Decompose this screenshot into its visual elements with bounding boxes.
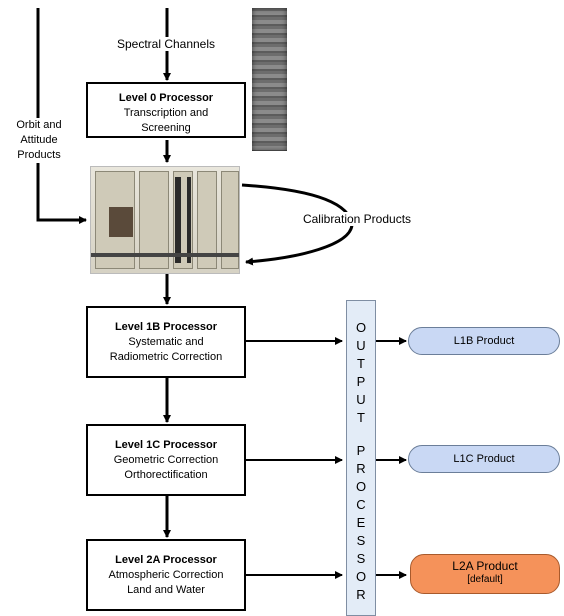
level0-processor-box: Level 0 Processor Transcription and Scre… — [86, 82, 246, 138]
level2a-title: Level 2A Processor — [115, 554, 217, 566]
level1c-processor-box: Level 1C Processor Geometric Correction … — [86, 424, 246, 496]
satellite-image-strip — [252, 8, 287, 151]
calibration-products-label: Calibration Products — [292, 212, 422, 226]
spectral-channels-label: Spectral Channels — [104, 37, 228, 51]
l2a-product-pill: L2A Product [default] — [410, 554, 560, 594]
level1b-line2: Radiometric Correction — [109, 351, 223, 363]
output-processor-letter: P — [356, 374, 366, 389]
level1b-title: Level 1B Processor — [114, 321, 218, 333]
processing-hardware-photo — [90, 166, 240, 274]
output-processor-letter: O — [355, 320, 367, 335]
output-processor-letter: T — [357, 410, 365, 425]
level2a-line1: Atmospheric Correction — [108, 569, 224, 581]
l1c-product-label: L1C Product — [453, 453, 515, 465]
level1c-title: Level 1C Processor — [114, 439, 218, 451]
output-processor-letter: S — [356, 551, 366, 566]
level2a-processor-box: Level 2A Processor Atmospheric Correctio… — [86, 539, 246, 611]
orbit-label-line3: Products — [17, 149, 61, 161]
level1b-processor-box: Level 1B Processor Systematic and Radiom… — [86, 306, 246, 378]
orbit-line — [36, 8, 87, 224]
l2a-product-label: L2A Product — [452, 559, 518, 573]
level1c-line2: Orthorectification — [124, 469, 208, 481]
output-processor-letter: R — [356, 587, 366, 602]
output-processor-letter: O — [355, 569, 367, 584]
output-processor-letter: U — [356, 338, 366, 353]
output-processor-letter: S — [356, 533, 366, 548]
level1c-line1: Geometric Correction — [113, 454, 219, 466]
output-processor-letter: T — [357, 356, 365, 371]
output-processor-letter: P — [356, 443, 366, 458]
output-processor-letter: E — [356, 515, 366, 530]
orbit-label-line2: Attitude — [20, 134, 58, 146]
output-processor-letter: U — [356, 392, 366, 407]
level2a-line2: Land and Water — [127, 584, 205, 596]
orbit-attitude-label: Orbit and Attitude Products — [2, 118, 76, 163]
l2a-default-label: [default] — [467, 574, 503, 585]
output-processor-letter: O — [355, 479, 367, 494]
l1b-product-pill: L1B Product — [408, 327, 560, 355]
output-processor-letter: R — [356, 461, 366, 476]
output-processor-letter: C — [356, 497, 366, 512]
level0-title: Level 0 Processor — [118, 92, 214, 104]
l1b-product-label: L1B Product — [453, 335, 515, 347]
orbit-label-line1: Orbit and — [16, 119, 62, 131]
l1c-product-pill: L1C Product — [408, 445, 560, 473]
level0-line1: Transcription and — [123, 107, 209, 119]
level1b-line1: Systematic and — [128, 336, 204, 348]
level0-line2: Screening — [141, 122, 191, 134]
